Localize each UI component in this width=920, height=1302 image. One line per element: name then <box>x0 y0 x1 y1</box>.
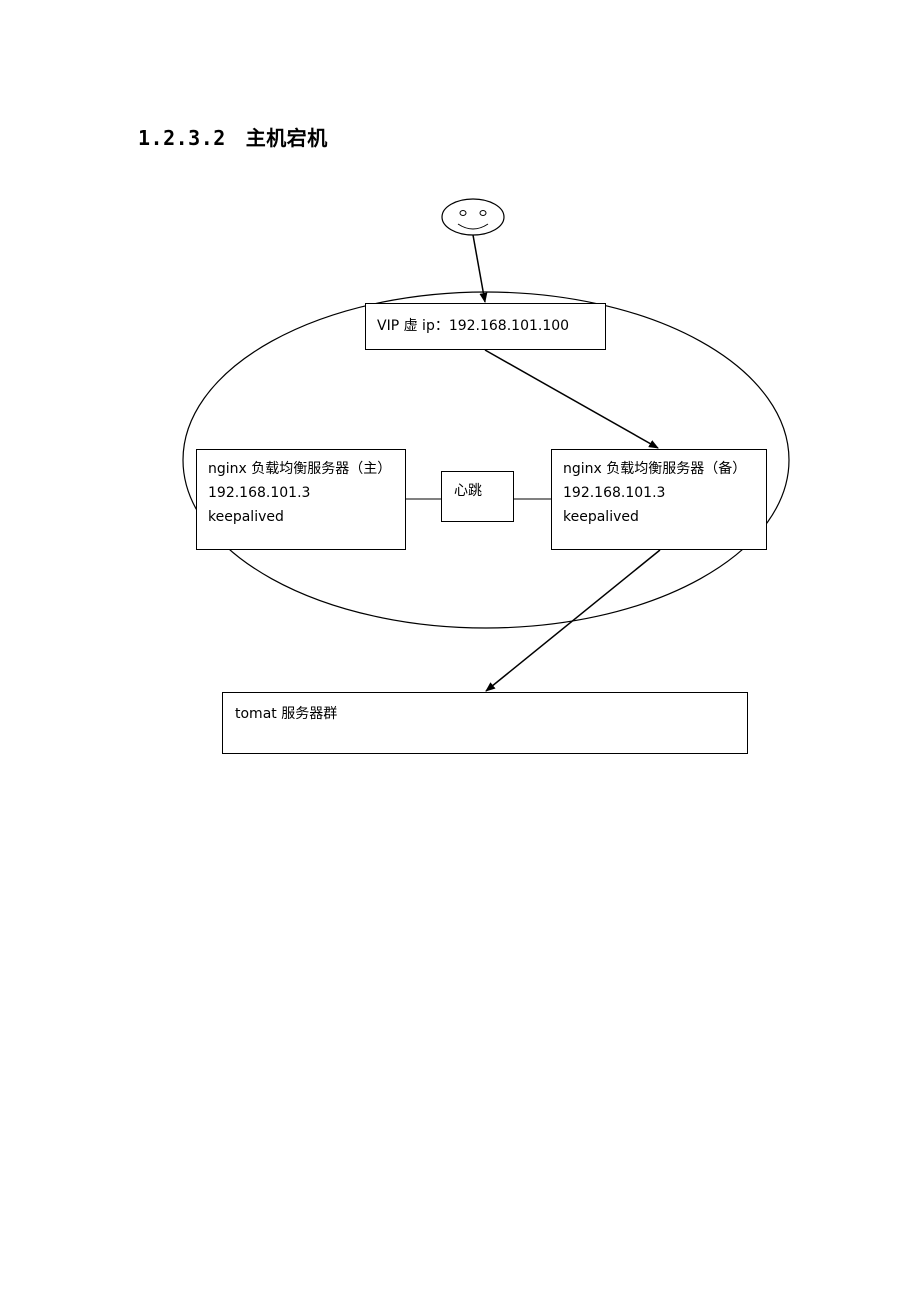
nginx-primary-service: keepalived <box>208 509 284 525</box>
vip-box: VIP 虚 ip：192.168.101.100 <box>365 303 606 350</box>
nginx-primary-ip: 192.168.101.3 <box>208 485 311 501</box>
section-title: 主机宕机 <box>245 126 328 150</box>
section-heading: 1.2.3.2 主机宕机 <box>138 122 328 151</box>
section-number: 1.2.3.2 <box>138 126 226 150</box>
nginx-backup-box: nginx 负载均衡服务器（备） 192.168.101.3 keepalive… <box>551 449 767 550</box>
tomcat-cluster-label: tomat 服务器群 <box>235 706 338 722</box>
arrow-user-to-vip <box>472 234 488 303</box>
vip-label: VIP 虚 ip：192.168.101.100 <box>377 318 570 334</box>
nginx-backup-ip: 192.168.101.3 <box>563 485 666 501</box>
heartbeat-box: 心跳 <box>441 471 514 522</box>
nginx-primary-box: nginx 负载均衡服务器（主） 192.168.101.3 keepalive… <box>196 449 406 550</box>
cluster-ellipse <box>182 291 790 629</box>
smiley-face-icon <box>441 198 505 236</box>
heartbeat-label: 心跳 <box>454 483 482 499</box>
arrow-backup-to-tomcat <box>485 549 661 692</box>
nginx-backup-service: keepalived <box>563 509 639 525</box>
nginx-backup-title: nginx 负载均衡服务器（备） <box>563 461 747 477</box>
nginx-primary-title: nginx 负载均衡服务器（主） <box>208 461 392 477</box>
arrow-vip-to-backup <box>484 349 659 449</box>
tomcat-cluster-box: tomat 服务器群 <box>222 692 748 754</box>
